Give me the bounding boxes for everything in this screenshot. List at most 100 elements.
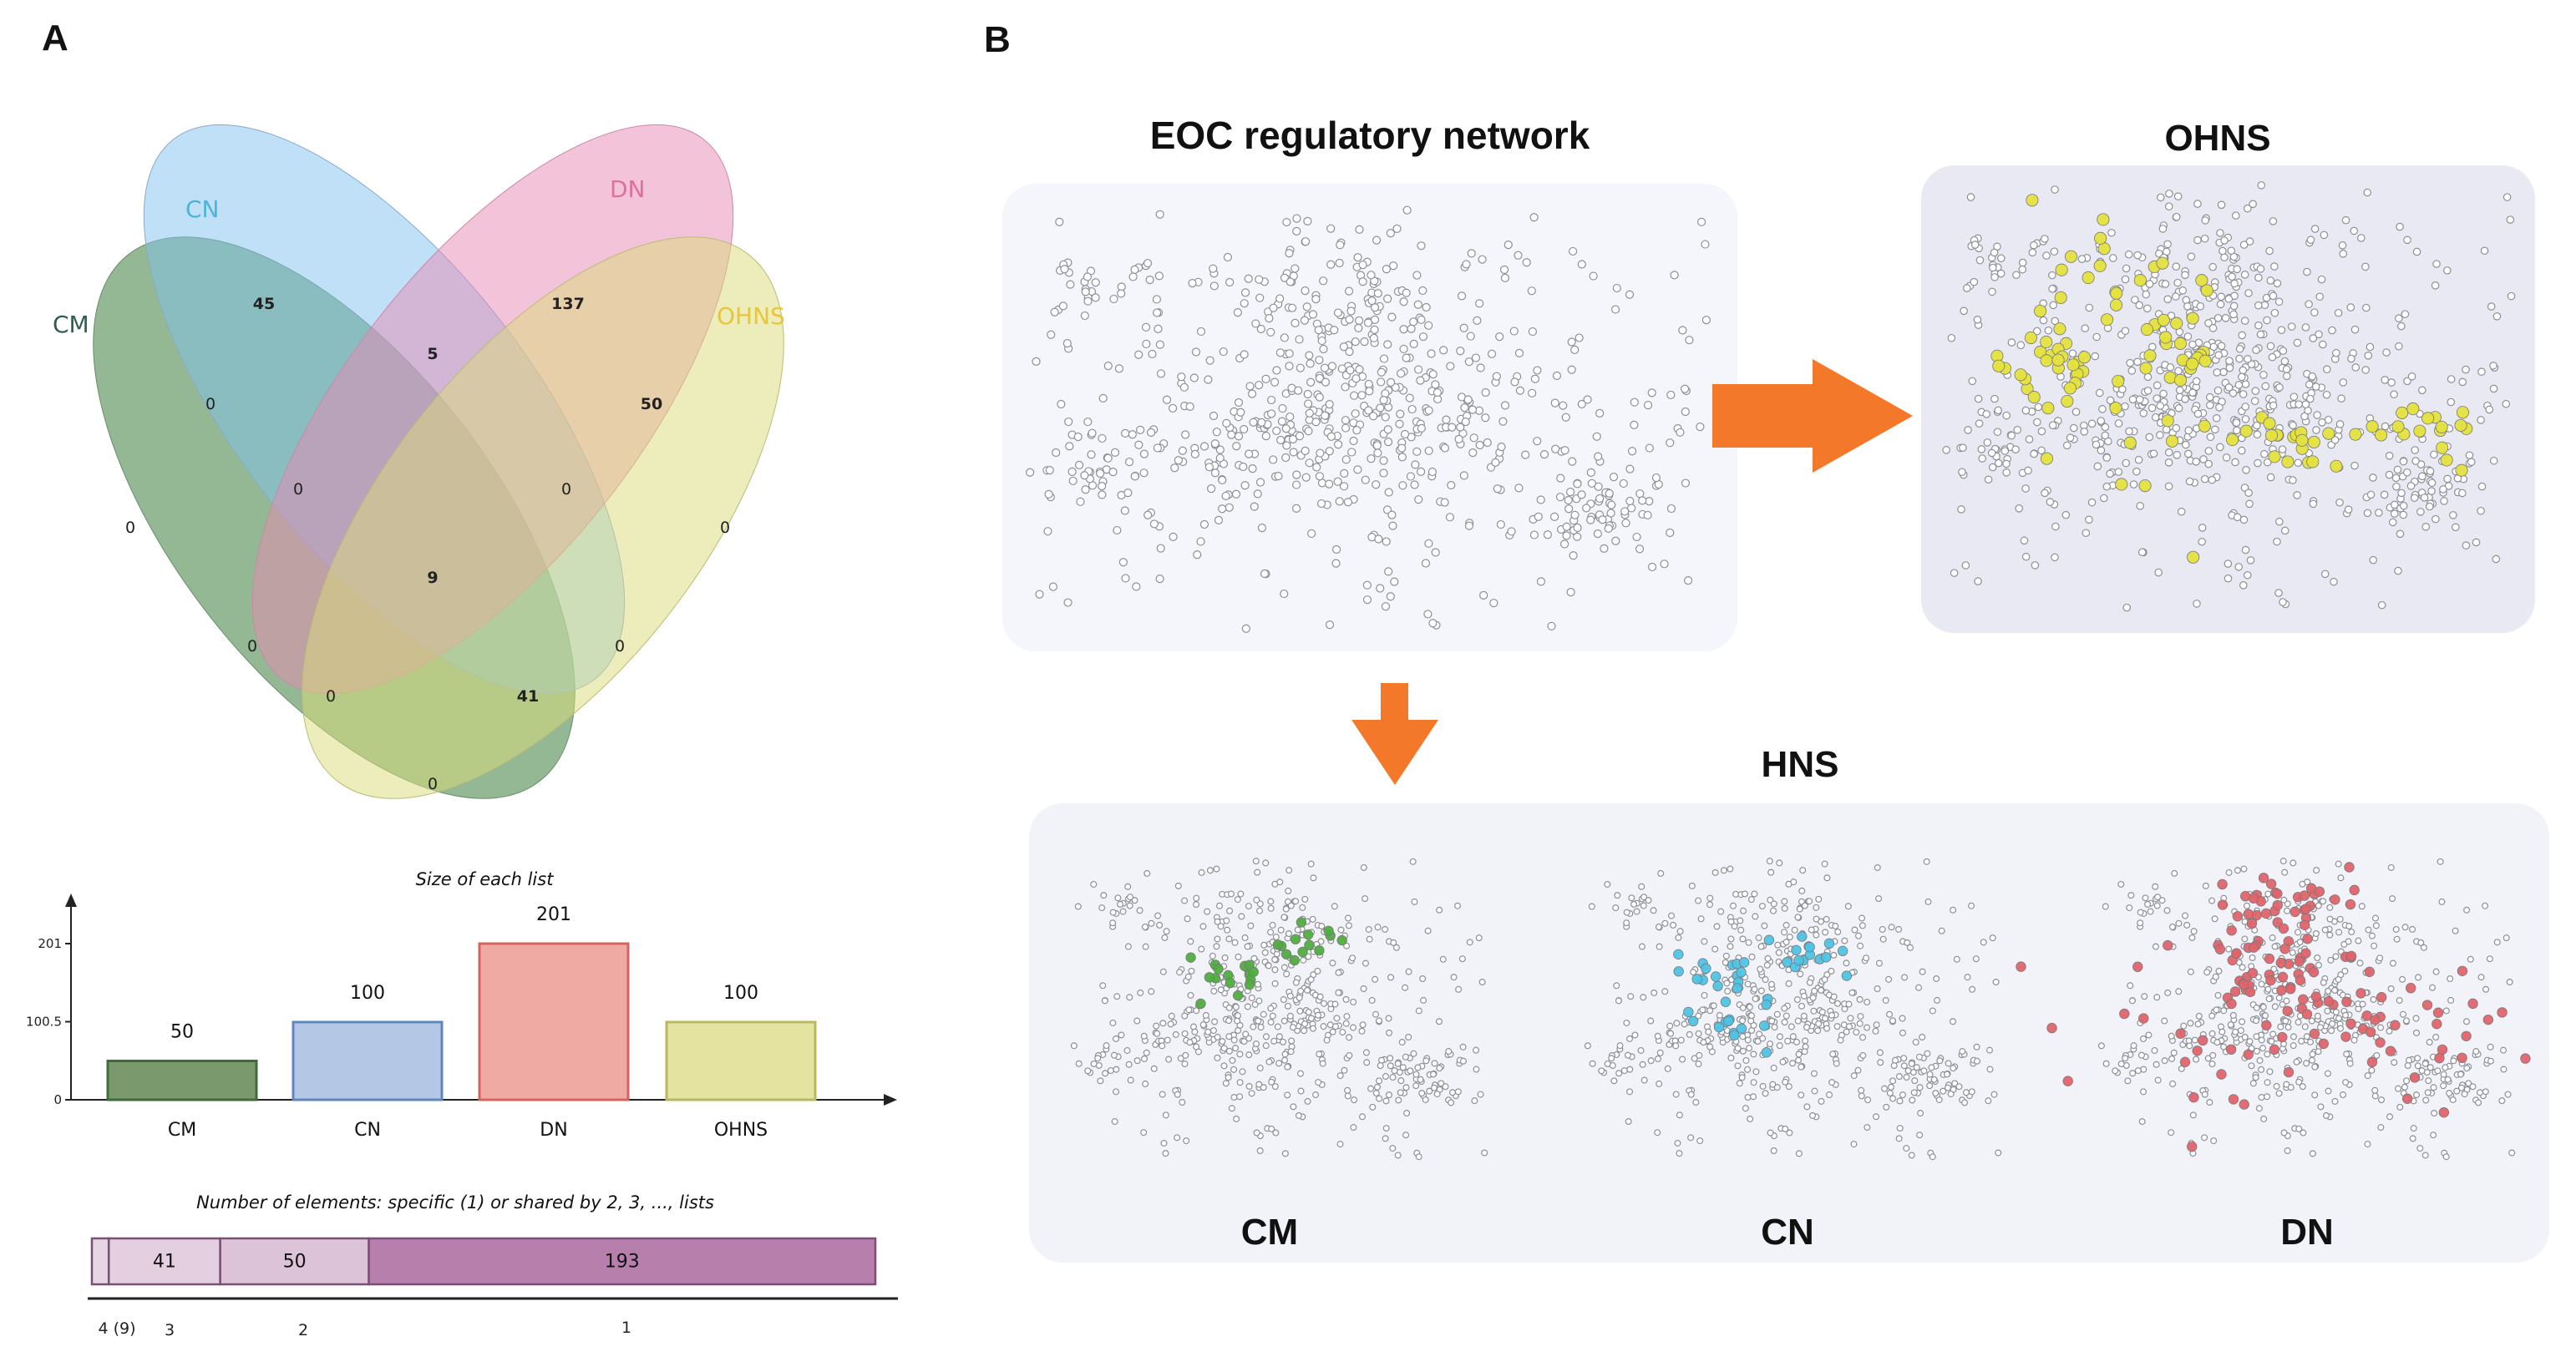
network-node — [1174, 882, 1182, 889]
network-node — [2458, 377, 2467, 387]
network-node — [1811, 1087, 1818, 1095]
network-node — [1647, 562, 1657, 572]
network-node — [1098, 904, 1106, 912]
network-node — [1285, 887, 1292, 894]
network-node — [2087, 419, 2097, 428]
network-node — [1236, 1079, 1244, 1086]
network-node — [1284, 1002, 1291, 1010]
network-node — [1415, 1007, 1422, 1015]
bar-dn — [478, 942, 630, 1101]
network-node — [1640, 894, 1648, 901]
network-node — [1793, 1038, 1800, 1046]
network-node — [1912, 1039, 1919, 1046]
network-node — [1822, 929, 1829, 936]
network-node — [1786, 1129, 1793, 1137]
network-node — [1630, 900, 1638, 908]
highlighted-node — [1272, 939, 1284, 950]
network-node — [1098, 482, 1107, 491]
network-node — [1261, 374, 1270, 383]
network-node — [1863, 954, 1870, 962]
network-node — [2250, 397, 2259, 406]
highlighted-node — [2163, 939, 2173, 951]
network-node — [2325, 987, 2332, 995]
network-node — [1565, 488, 1575, 497]
network-node — [2153, 394, 2162, 403]
network-node — [2396, 529, 2405, 539]
network-node — [1127, 1076, 1134, 1084]
network-node — [2279, 347, 2288, 355]
network-node — [2032, 327, 2041, 336]
network-node — [1267, 929, 1275, 936]
network-node — [2295, 1019, 2302, 1026]
network-node — [2173, 192, 2183, 200]
network-node — [1110, 1051, 1118, 1059]
network-node — [1224, 926, 1231, 934]
highlighted-node — [2247, 968, 2259, 979]
network-node — [1569, 246, 1578, 256]
network-node — [2310, 308, 2319, 316]
network-node — [1828, 967, 1835, 975]
network-node — [1942, 446, 1950, 454]
network-node — [2392, 925, 2400, 933]
network-node — [1637, 1046, 1645, 1054]
network-node — [1679, 1056, 1686, 1063]
network-node — [2341, 967, 2349, 975]
network-node — [1720, 867, 1727, 874]
network-node — [1762, 1090, 1769, 1097]
network-node — [1222, 418, 1231, 428]
network-node — [1386, 592, 1395, 601]
highlighted-node — [2436, 441, 2449, 454]
network-node — [2306, 394, 2315, 403]
network-node — [2389, 959, 2396, 967]
network-node — [2201, 1091, 2208, 1098]
network-node — [1396, 409, 1405, 418]
network-node — [2304, 878, 2311, 886]
network-node — [1899, 1029, 1907, 1036]
network-node — [2062, 441, 2071, 450]
network-node — [1225, 1033, 1233, 1040]
network-node — [2152, 883, 2159, 890]
network-node — [2239, 1018, 2246, 1025]
network-node — [2475, 1099, 2482, 1106]
network-node — [1350, 1124, 1357, 1132]
network-node — [2362, 303, 2371, 312]
network-node — [1372, 1090, 1380, 1097]
network-node — [1156, 921, 1164, 929]
network-node — [2320, 230, 2329, 240]
network-node — [2392, 482, 2401, 491]
network-node — [1360, 863, 1367, 871]
network-node — [1284, 1091, 1291, 1099]
network-node — [1782, 921, 1790, 929]
network-node — [1257, 418, 1266, 427]
highlighted-node — [1232, 990, 1244, 1001]
network-node — [1256, 324, 1265, 334]
network-node — [2324, 1070, 2331, 1077]
highlighted-node — [1711, 971, 1722, 982]
network-node — [2041, 235, 2049, 243]
network-node — [1185, 1006, 1193, 1014]
network-node — [1695, 1061, 1702, 1068]
network-node — [1244, 943, 1251, 950]
network-node — [1615, 997, 1622, 1005]
network-node — [1598, 515, 1607, 524]
network-node — [2124, 1077, 2132, 1085]
shared-segment — [90, 1237, 110, 1286]
network-node — [1351, 337, 1360, 347]
network-node — [1793, 996, 1801, 1004]
venn-label-ohns: OHNS — [717, 302, 785, 330]
network-node — [2309, 499, 2318, 509]
network-node — [1140, 1129, 1148, 1137]
network-node — [1736, 1080, 1743, 1087]
highlighted-node — [2467, 998, 2478, 1010]
highlighted-node — [2431, 1018, 2442, 1030]
highlighted-node — [2034, 345, 2047, 358]
network-node — [2238, 372, 2246, 382]
highlighted-node — [2306, 455, 2320, 468]
category-label: OHNS — [714, 1120, 768, 1141]
network-node — [1746, 1003, 1753, 1010]
network-node — [2039, 316, 2048, 325]
main-network-nodes — [1026, 205, 1711, 633]
network-node — [2269, 1030, 2277, 1038]
network-node — [1107, 1067, 1114, 1075]
network-node — [1136, 425, 1145, 434]
